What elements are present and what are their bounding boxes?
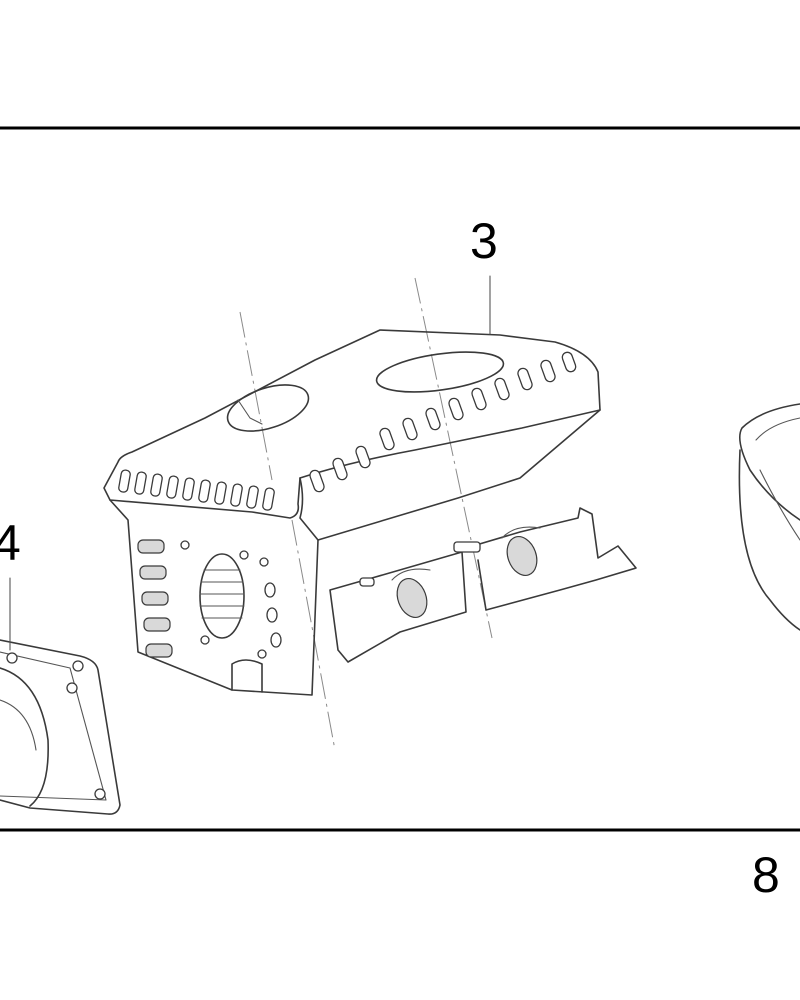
callout-label-3: 3 bbox=[470, 213, 498, 269]
top-right-vent-slots bbox=[309, 351, 577, 493]
front-vent-slots bbox=[137, 539, 282, 659]
shroud-part bbox=[103, 275, 637, 696]
callout-label-8: 8 bbox=[752, 847, 780, 903]
callout-label-4: 4 bbox=[0, 515, 21, 571]
shroud-mount-brackets bbox=[329, 507, 637, 663]
front-round-grille bbox=[199, 553, 245, 639]
center-lines bbox=[239, 277, 493, 751]
top-left-vent-slots bbox=[118, 469, 275, 511]
cylinder-part bbox=[0, 577, 121, 815]
right-edge-part bbox=[738, 403, 800, 631]
